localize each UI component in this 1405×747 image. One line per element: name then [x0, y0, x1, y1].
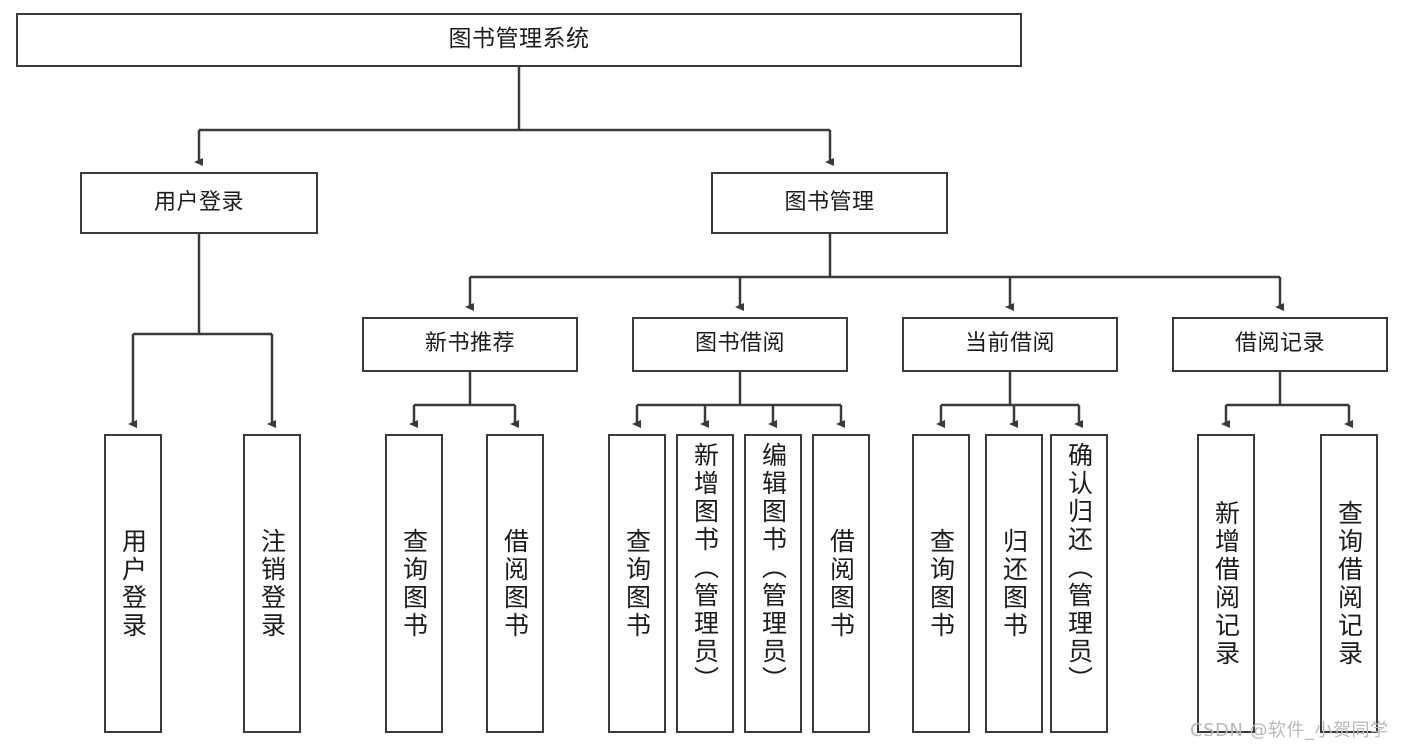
leaf-add-book-admin-label: 新增图书（管理员） [690, 442, 720, 694]
leaf-query-book-recommend-label: 查询图书 [399, 527, 429, 640]
leaf-logout[interactable]: 注销登录 [243, 434, 301, 733]
leaf-query-book-recommend[interactable]: 查询图书 [385, 434, 443, 733]
node-root[interactable]: 图书管理系统 [16, 13, 1022, 67]
node-book-borrow-label: 图书借阅 [694, 331, 785, 357]
leaf-edit-book-admin-label: 编辑图书（管理员） [758, 442, 788, 694]
leaf-return-book[interactable]: 归还图书 [985, 434, 1043, 733]
leaf-query-book-borrow-label: 查询图书 [622, 527, 652, 640]
watermark: CSDN @软件_小贺同学 [1190, 720, 1389, 741]
node-book-management[interactable]: 图书管理 [711, 172, 948, 234]
leaf-confirm-return-admin[interactable]: 确认归还（管理员） [1050, 434, 1108, 733]
leaf-return-book-label: 归还图书 [999, 527, 1029, 640]
node-current-borrow-label: 当前借阅 [964, 331, 1055, 357]
leaf-borrow-book-recommend-label: 借阅图书 [500, 527, 530, 640]
leaf-edit-book-admin[interactable]: 编辑图书（管理员） [744, 434, 802, 733]
leaf-user-login[interactable]: 用户登录 [104, 434, 162, 733]
leaf-add-book-admin[interactable]: 新增图书（管理员） [676, 434, 734, 733]
leaf-confirm-return-admin-label: 确认归还（管理员） [1064, 442, 1094, 694]
node-borrow-record-label: 借阅记录 [1234, 331, 1325, 357]
node-new-book-recommend[interactable]: 新书推荐 [362, 317, 578, 372]
node-user-login[interactable]: 用户登录 [80, 172, 318, 234]
leaf-query-borrow-record[interactable]: 查询借阅记录 [1320, 434, 1378, 733]
leaf-user-login-label: 用户登录 [118, 527, 148, 640]
leaf-query-book-current[interactable]: 查询图书 [912, 434, 970, 733]
node-current-borrow[interactable]: 当前借阅 [902, 317, 1118, 372]
leaf-logout-label: 注销登录 [257, 527, 287, 640]
node-book-management-label: 图书管理 [784, 189, 875, 215]
leaf-add-borrow-record[interactable]: 新增借阅记录 [1197, 434, 1255, 733]
node-root-label: 图书管理系统 [448, 26, 590, 53]
node-book-borrow[interactable]: 图书借阅 [632, 317, 848, 372]
leaf-add-borrow-record-label: 新增借阅记录 [1211, 499, 1241, 668]
node-borrow-record[interactable]: 借阅记录 [1172, 317, 1388, 372]
leaf-query-book-borrow[interactable]: 查询图书 [608, 434, 666, 733]
node-user-login-label: 用户登录 [153, 189, 244, 215]
leaf-borrow-book[interactable]: 借阅图书 [812, 434, 870, 733]
leaf-query-book-current-label: 查询图书 [926, 527, 956, 640]
leaf-borrow-book-recommend[interactable]: 借阅图书 [486, 434, 544, 733]
leaf-query-borrow-record-label: 查询借阅记录 [1334, 499, 1364, 668]
leaf-borrow-book-label: 借阅图书 [826, 527, 856, 640]
node-new-book-recommend-label: 新书推荐 [424, 331, 515, 357]
